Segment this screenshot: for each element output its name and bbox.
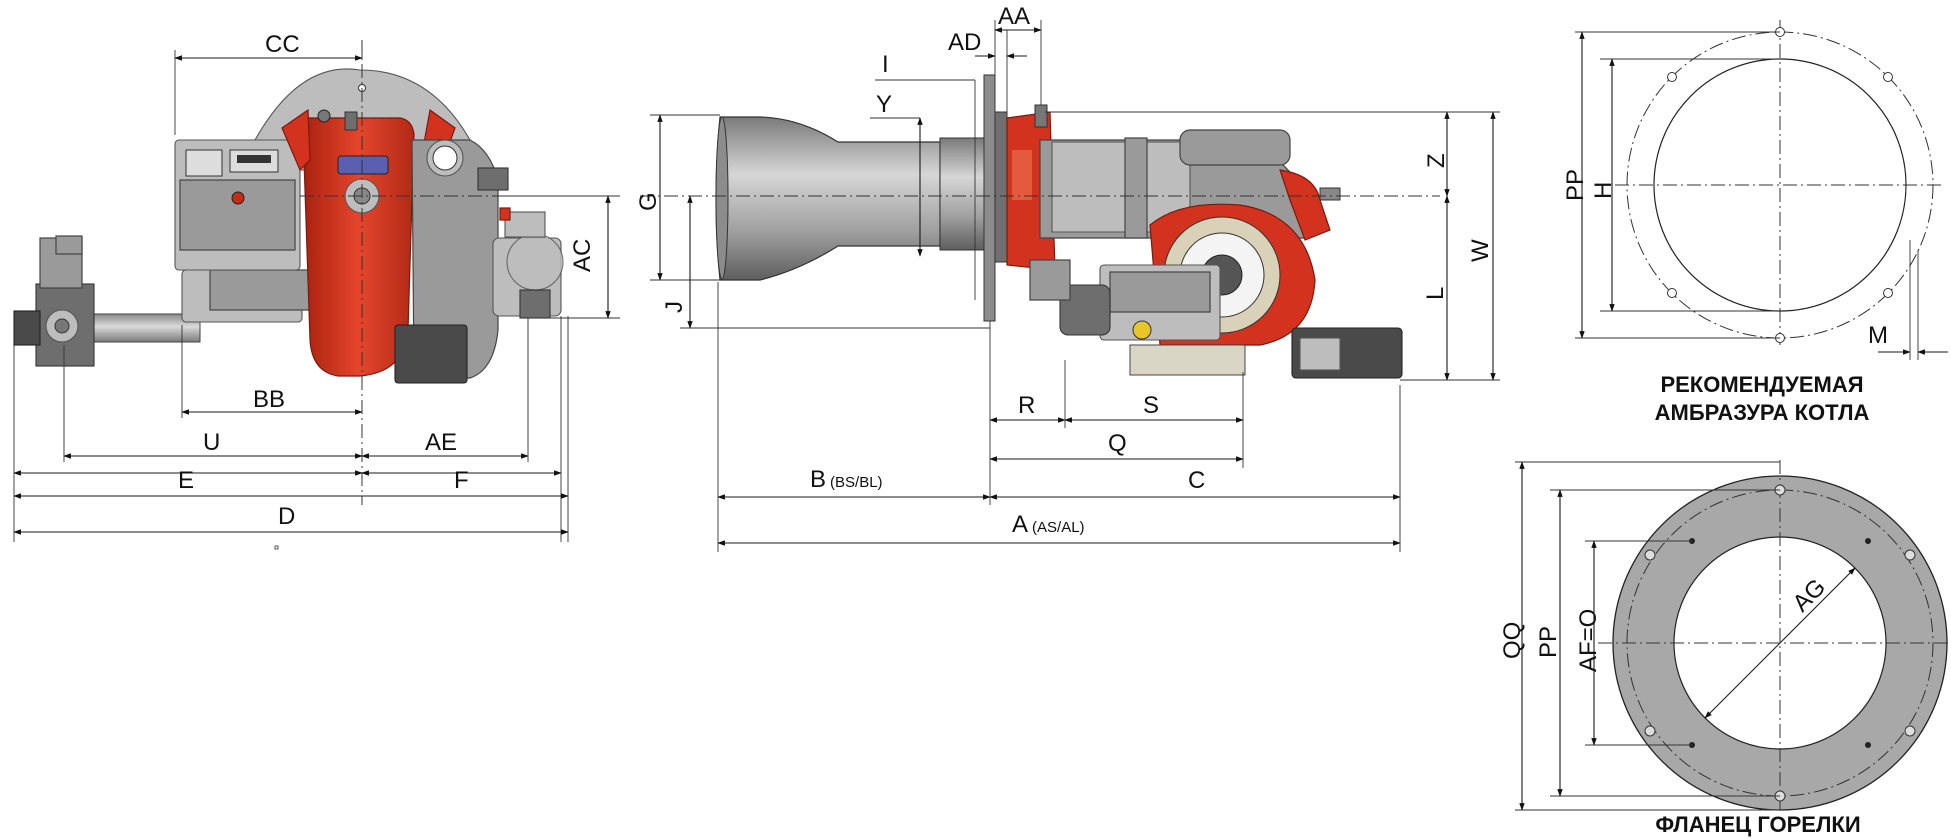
label-BB: BB <box>253 386 285 413</box>
label-AA: AA <box>998 3 1030 30</box>
label-QQ: QQ <box>1499 622 1526 659</box>
label-AC: AC <box>569 239 596 272</box>
label-CC: CC <box>265 31 300 58</box>
side-base-plate <box>1129 344 1246 376</box>
label-J: J <box>661 301 688 313</box>
front-fan-housing <box>411 139 499 379</box>
side-dimensions <box>650 20 1500 552</box>
label-W: W <box>1467 239 1494 262</box>
label-AE: AE <box>425 429 457 456</box>
label-S: S <box>1143 392 1159 419</box>
label-I: I <box>882 51 889 78</box>
label-G: G <box>635 192 662 211</box>
label-L: L <box>1422 287 1449 300</box>
side-view <box>715 74 1403 379</box>
label-C: C <box>1188 467 1205 494</box>
label-AF: AF=O <box>1575 609 1602 672</box>
label-B: B(BS/BL) <box>810 466 883 493</box>
mounting-flange <box>983 74 996 322</box>
label-Z: Z <box>1423 153 1450 168</box>
label-M: M <box>1868 322 1888 349</box>
label-AD: AD <box>948 29 981 56</box>
label-R: R <box>1018 392 1035 419</box>
label-E: E <box>178 467 194 494</box>
label-F: F <box>454 467 469 494</box>
front-dimensions <box>13 50 620 550</box>
flange-view <box>1515 460 1951 812</box>
label-D: D <box>278 503 295 530</box>
label-PP-flange: PP <box>1535 626 1562 658</box>
label-Q: Q <box>1108 430 1127 457</box>
front-view <box>13 68 564 384</box>
embrasure-view <box>1575 20 1948 360</box>
caption-embrasure-line1: РЕКОМЕНДУЕМАЯ <box>1660 372 1863 397</box>
label-U: U <box>203 429 220 456</box>
label-PP: PP <box>1562 169 1589 201</box>
label-Y: Y <box>876 91 892 118</box>
servomotor <box>394 324 468 384</box>
label-A: A(AS/AL) <box>1012 511 1085 538</box>
blast-tube <box>715 116 941 281</box>
caption-embrasure-line2: АМБРАЗУРА КОТЛА <box>1655 400 1870 425</box>
label-H: H <box>1590 182 1617 199</box>
caption-flange: ФЛАНЕЦ ГОРЕЛКИ <box>1655 812 1860 837</box>
